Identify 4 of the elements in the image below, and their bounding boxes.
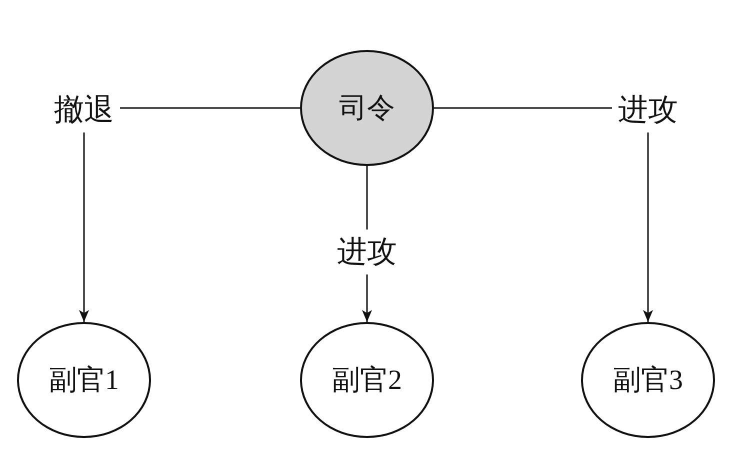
- node-label: 副官2: [332, 364, 402, 398]
- node-label: 副官1: [49, 364, 119, 398]
- node-label: 司令: [339, 92, 395, 126]
- node-label: 副官3: [613, 364, 683, 398]
